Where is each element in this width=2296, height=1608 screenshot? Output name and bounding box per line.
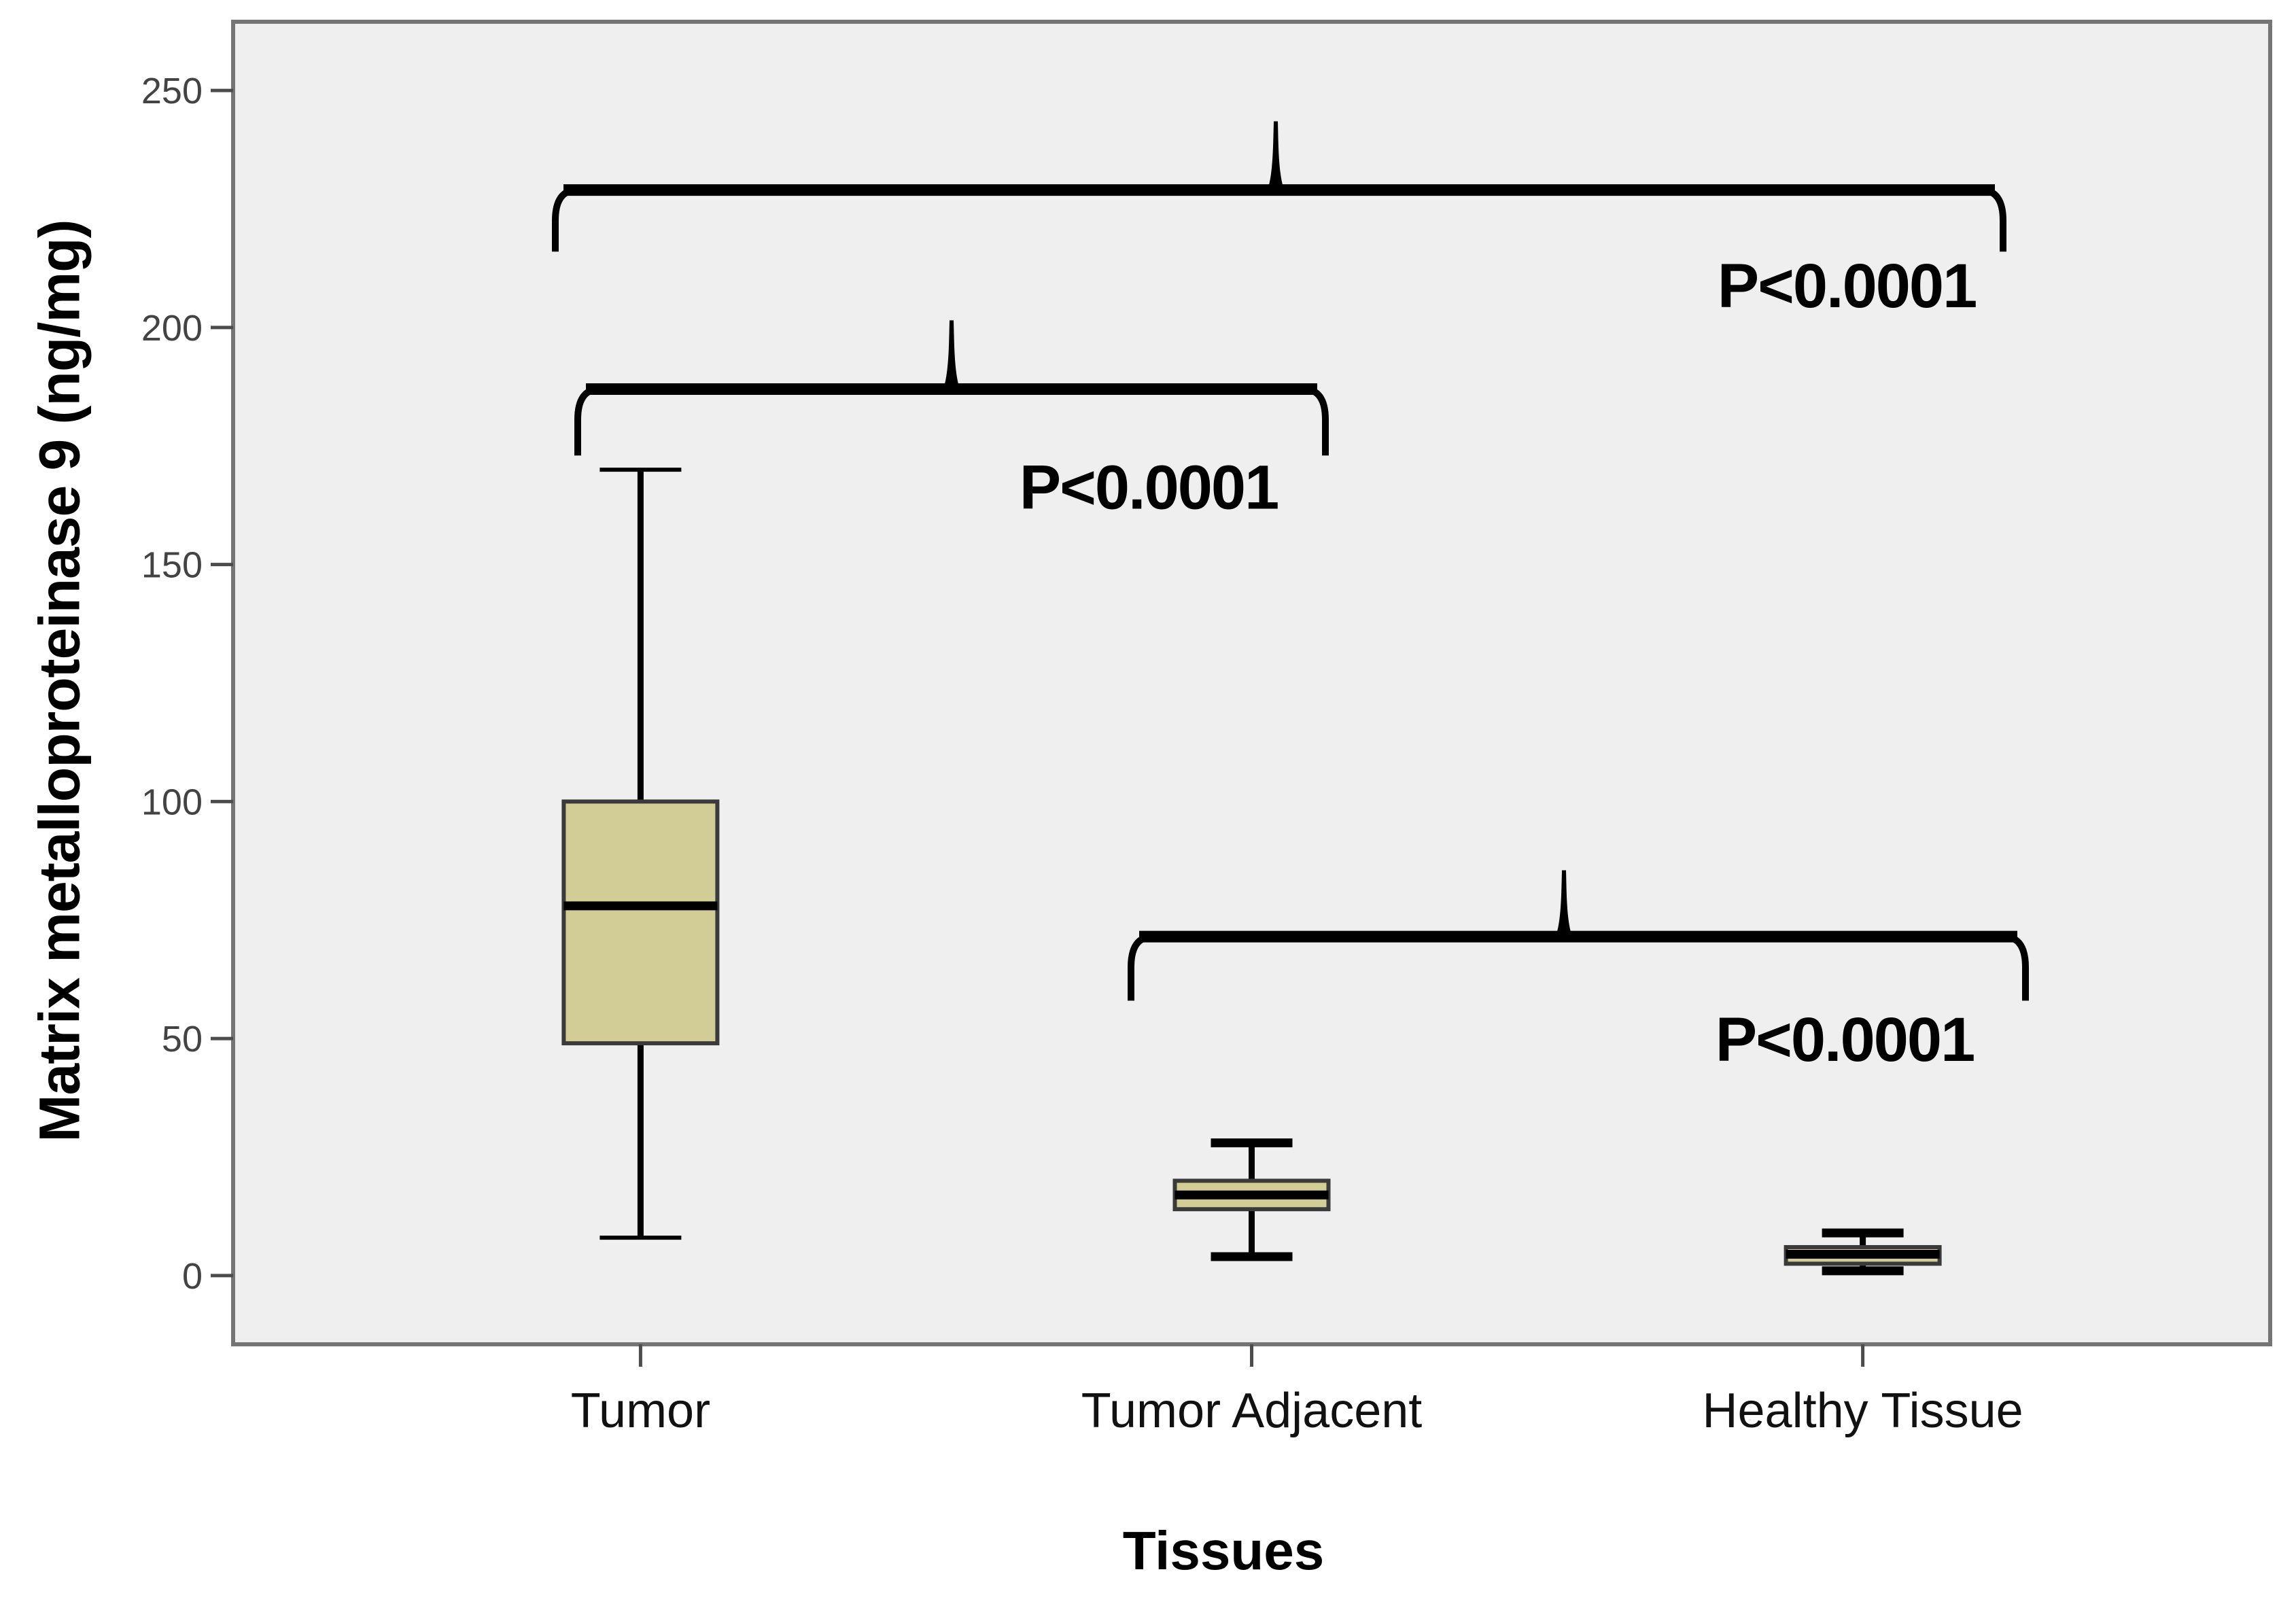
x-category-label: Healthy Tissue [1702, 1384, 2023, 1438]
significance-bracket: P<0.0001 [1128, 870, 2029, 1074]
boxplot-box [1172, 1138, 1331, 1261]
boxplot-box [1784, 1228, 1942, 1276]
bracket-left-tail [1128, 933, 1153, 1001]
significance-bracket: P<0.0001 [552, 121, 2006, 321]
bracket-right-tail [2003, 933, 2029, 1001]
x-category-label: Tumor Adjacent [1081, 1384, 1423, 1438]
boxplot-box [561, 468, 720, 1240]
bracket-left-tail [574, 385, 600, 456]
y-tick-label: 100 [141, 782, 203, 822]
y-tick-label: 150 [141, 545, 203, 586]
p-value-label: P<0.0001 [1716, 1005, 1974, 1074]
bracket-spike [941, 320, 962, 395]
y-axis-title: Matrix metalloproteinase 9 (ng/mg) [27, 220, 92, 1142]
p-value-label: P<0.0001 [1020, 453, 1278, 523]
p-value-label: P<0.0001 [1718, 251, 1976, 321]
bracket-right-tail [1981, 186, 2006, 252]
plot-area [231, 20, 2272, 1346]
x-axis-title: Tissues [1122, 1520, 1325, 1581]
x-category-label: Tumor [571, 1384, 710, 1438]
box-iqr [561, 799, 720, 1046]
y-tick-label: 50 [162, 1019, 203, 1060]
bracket-left-tail [552, 186, 578, 252]
y-tick-label: 200 [141, 308, 203, 349]
bracket-right-tail [1303, 385, 1329, 456]
significance-bracket: P<0.0001 [574, 320, 1329, 523]
bracket-spike [1553, 870, 1575, 943]
y-tick-label: 0 [182, 1256, 203, 1297]
bracket-spike [1265, 121, 1287, 196]
y-tick-label: 250 [141, 71, 203, 111]
